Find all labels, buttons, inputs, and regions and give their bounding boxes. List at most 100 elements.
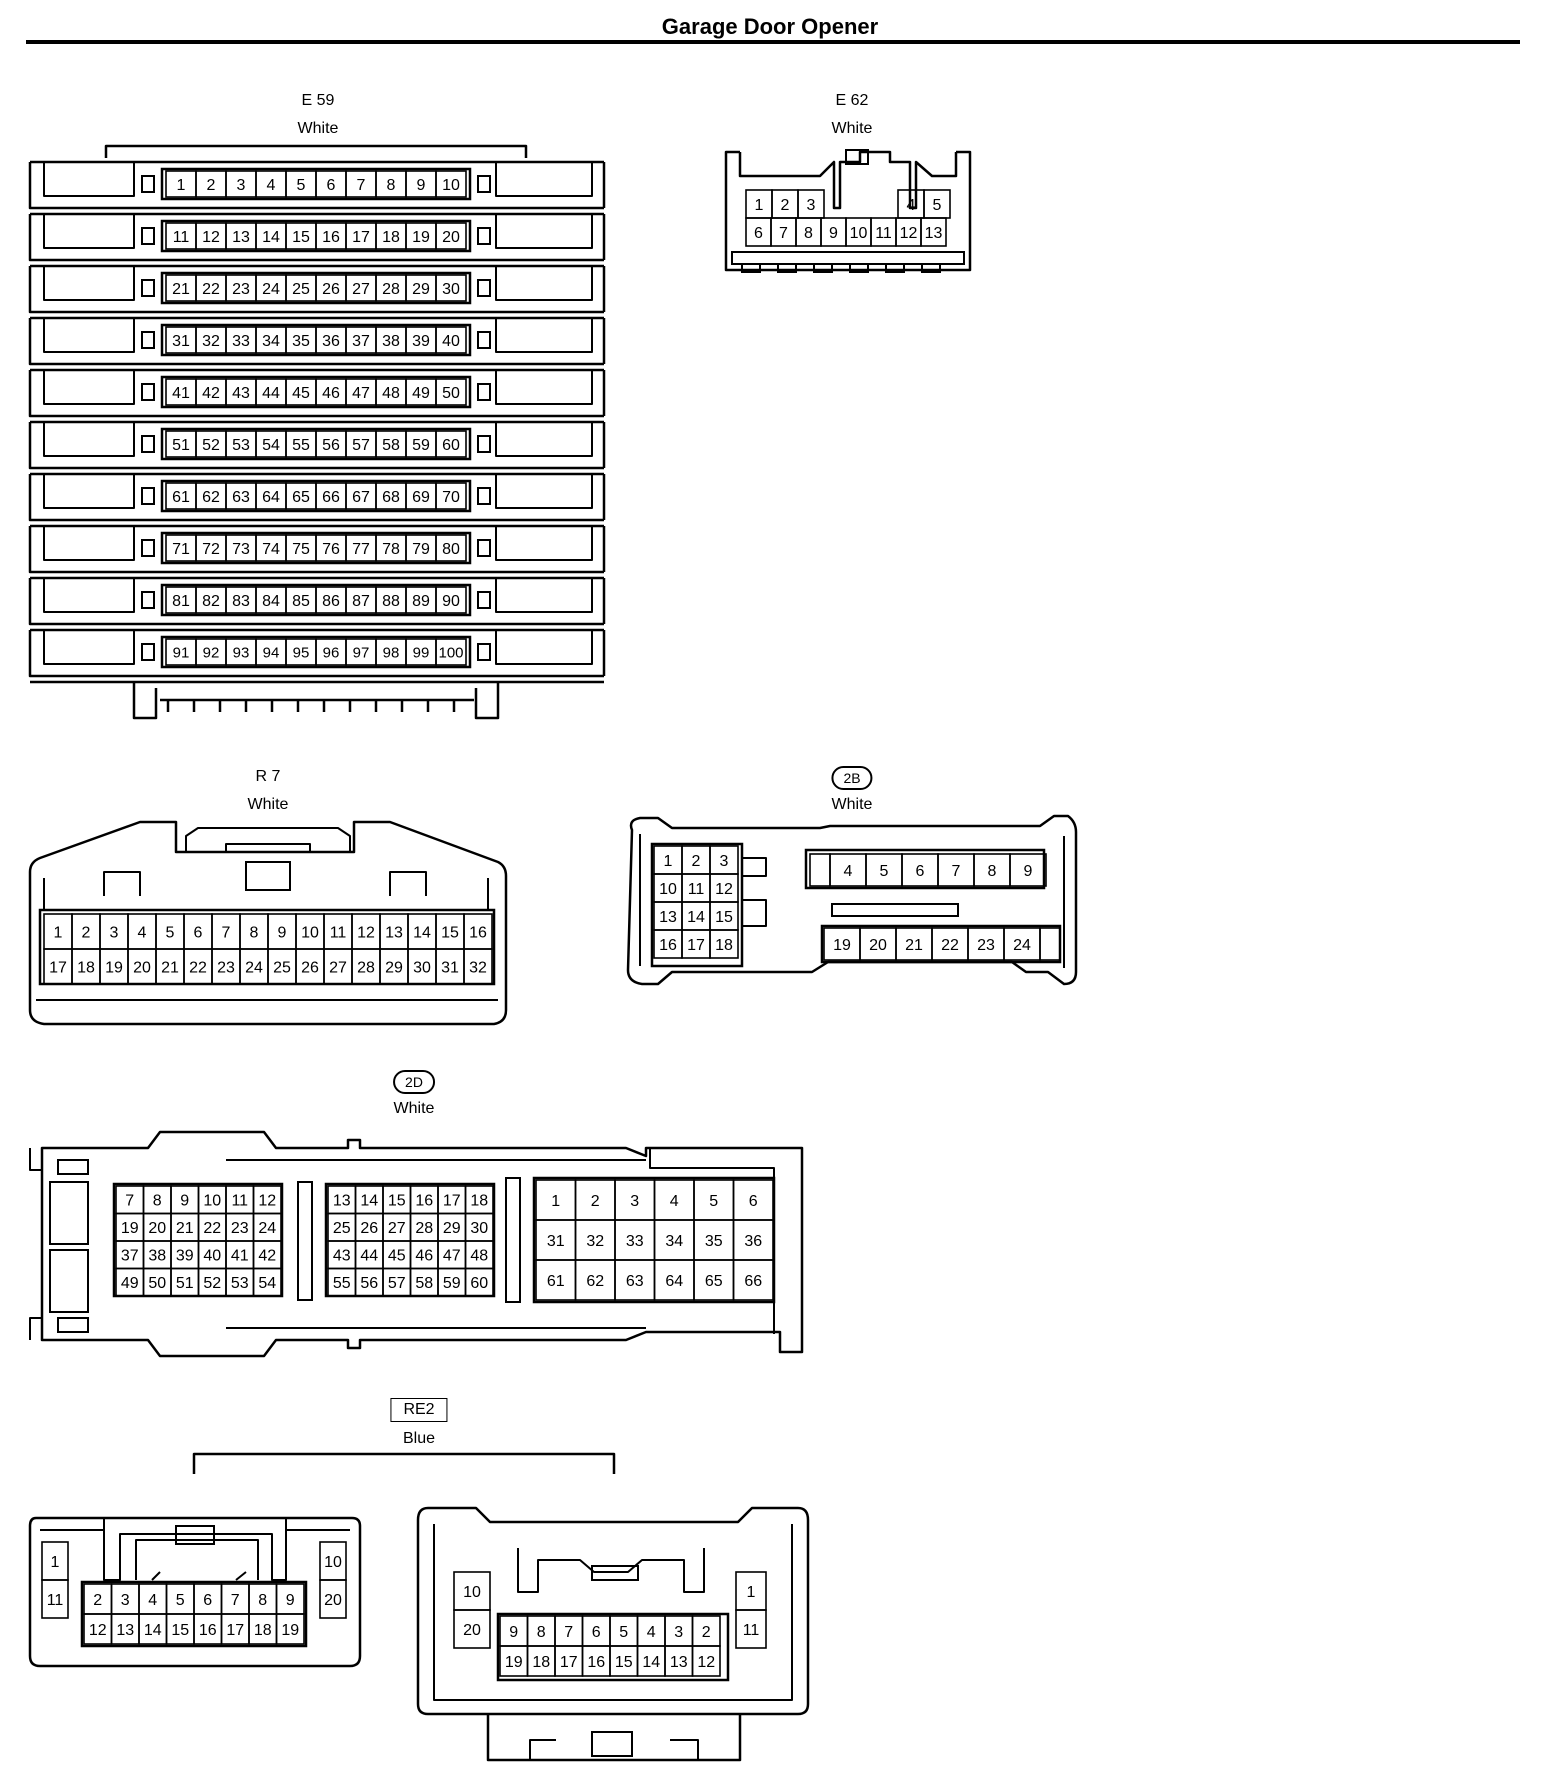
e59-row-left-latch	[43, 630, 135, 665]
pin-label: 6	[592, 1624, 601, 1641]
pin-label: 1	[747, 1584, 756, 1601]
pin-label: 22	[202, 281, 220, 298]
pin-label: 29	[385, 959, 403, 976]
pin-label: 3	[237, 177, 246, 194]
re2-bracket	[192, 1452, 616, 1474]
pin-label: 46	[322, 385, 340, 402]
pin-label: 93	[233, 644, 250, 661]
r7-color-label: White	[247, 796, 289, 813]
pin-label: 6	[754, 225, 763, 242]
pin-label: 13	[232, 229, 250, 246]
e59-row-left-key	[141, 279, 155, 297]
pin-label: 17	[226, 1622, 244, 1639]
pin-label: 22	[203, 1220, 221, 1237]
pin-label: 18	[470, 1193, 488, 1210]
pin-label: 14	[262, 229, 280, 246]
pin-label: 65	[292, 489, 310, 506]
pin-label: 11	[875, 225, 892, 242]
re2-right-foot-tabs	[529, 1739, 699, 1760]
e59-row-left-latch	[43, 266, 135, 301]
e59-row-left-latch	[43, 578, 135, 613]
pin-label: 85	[292, 593, 310, 610]
pin-label: 23	[217, 959, 235, 976]
pin-label: 15	[441, 924, 459, 941]
pin-label: 64	[262, 489, 280, 506]
pin-label: 21	[161, 959, 179, 976]
pin-label: 3	[121, 1592, 130, 1609]
e59-row-left-key	[141, 591, 155, 609]
pin-label: 14	[687, 909, 705, 926]
pin-label: 62	[586, 1273, 604, 1290]
pin-cell	[41, 1579, 69, 1619]
e59-row-frame	[28, 576, 606, 626]
pin-label: 99	[413, 644, 430, 661]
2d-block-c	[532, 1176, 776, 1304]
pin-label: 10	[659, 881, 677, 898]
pin-label: 8	[250, 924, 259, 941]
pin-label: 35	[292, 333, 310, 350]
pin-label: 10	[203, 1193, 221, 1210]
pin-label: 7	[357, 177, 366, 194]
e59-row-right-key	[477, 643, 491, 661]
pin-label: 57	[352, 437, 370, 454]
pin-cell	[453, 1609, 491, 1649]
pin-label: 13	[670, 1654, 688, 1671]
pin-cell	[1009, 853, 1047, 887]
pin-label: 9	[286, 1592, 295, 1609]
e59-row-frame	[28, 264, 606, 314]
pin-label: 23	[231, 1220, 249, 1237]
pin-label: 54	[258, 1275, 276, 1292]
2d-end-key-bottom	[57, 1317, 89, 1333]
pin-cell	[252, 1267, 282, 1297]
pin-label: 5	[709, 1193, 718, 1210]
pin-label: 43	[232, 385, 250, 402]
2b-middle-slot	[831, 903, 959, 917]
e59-row-right-latch	[495, 474, 593, 509]
re2-right-latch	[517, 1548, 705, 1593]
pin-label: 52	[203, 1275, 221, 1292]
pin-label: 18	[254, 1622, 272, 1639]
pin-label: 4	[907, 197, 916, 214]
re2-right-foot	[486, 1714, 742, 1762]
pin-label: 34	[665, 1233, 683, 1250]
pin-label: 15	[388, 1193, 406, 1210]
pin-label: 53	[232, 437, 250, 454]
e59-row-frame	[28, 212, 606, 262]
e62-base-tooth	[849, 263, 869, 273]
pin-label: 54	[262, 437, 280, 454]
pin-label: 22	[941, 937, 959, 954]
pin-label: 30	[413, 959, 431, 976]
pin-label: 16	[199, 1622, 217, 1639]
pin-label: 61	[172, 489, 190, 506]
pin-label: 16	[322, 229, 340, 246]
pin-label: 2	[207, 177, 216, 194]
2b-top-block	[804, 848, 1046, 890]
pin-label: 18	[715, 937, 733, 954]
e59-row-right-key	[477, 539, 491, 557]
pin-label: 7	[222, 924, 231, 941]
pin-cell	[435, 534, 467, 562]
re2-code-label: RE2	[390, 1398, 448, 1422]
pin-label: 13	[659, 909, 677, 926]
pin-label: 8	[988, 863, 997, 880]
pin-label: 38	[382, 333, 400, 350]
pin-label: 19	[281, 1622, 299, 1639]
e59-row-left-key	[141, 539, 155, 557]
e59-pin-frame	[160, 375, 472, 409]
pin-label: 68	[382, 489, 400, 506]
re2-right-inner	[433, 1524, 793, 1701]
e59-pin-frame	[160, 271, 472, 305]
pin-label: 11	[173, 229, 190, 246]
pin-label: 55	[292, 437, 310, 454]
pin-label: 24	[262, 281, 280, 298]
2d-end-latch-top	[49, 1181, 89, 1245]
pin-label: 45	[292, 385, 310, 402]
pin-label: 33	[232, 333, 250, 350]
pin-label: 56	[360, 1275, 378, 1292]
pin-label: 19	[833, 937, 851, 954]
re2-left-housing	[28, 1516, 362, 1668]
e59-row-left-key	[141, 487, 155, 505]
pin-label: 10	[324, 1554, 342, 1571]
e59-row-right-latch	[495, 214, 593, 249]
